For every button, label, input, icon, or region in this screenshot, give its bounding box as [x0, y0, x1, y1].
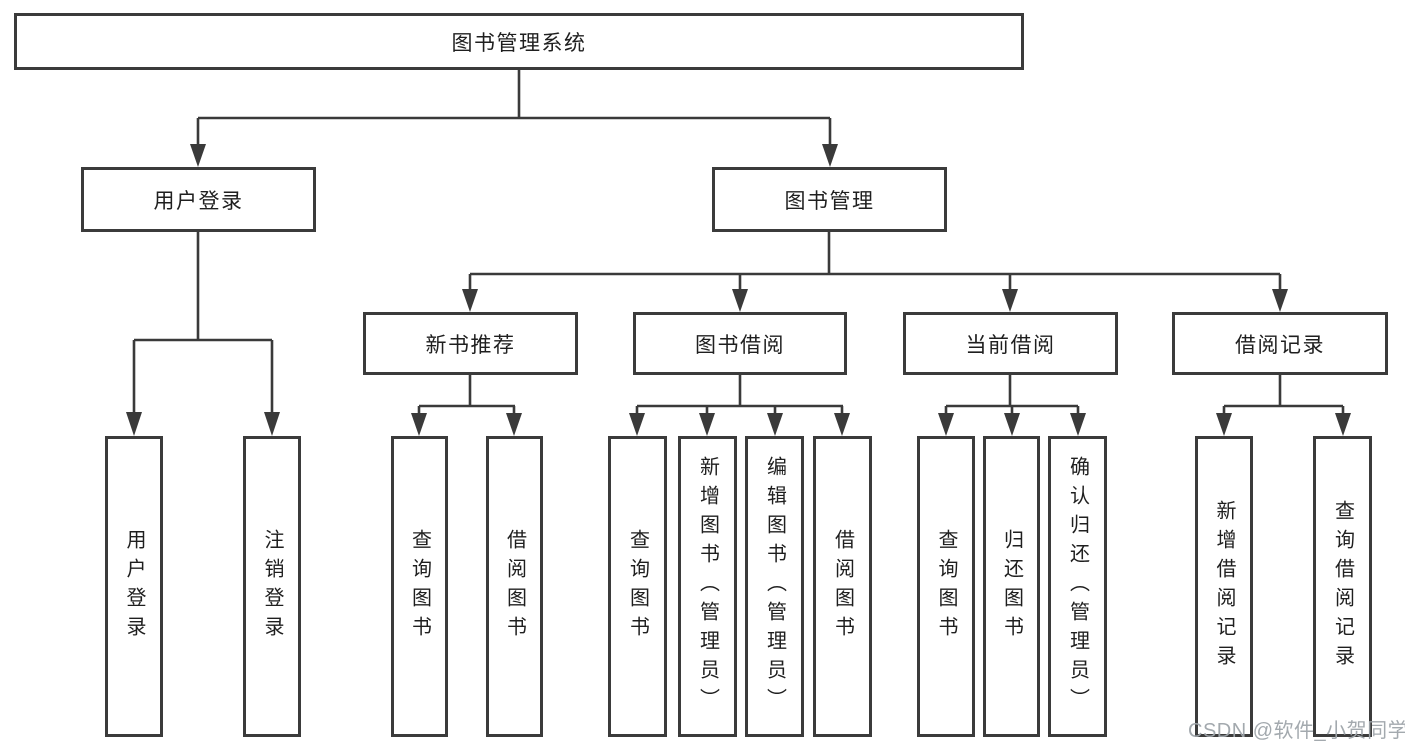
node-library-system-label: 图书管理系统: [451, 31, 587, 55]
leaf-confirm-return-admin: 确认归还（管理员）: [1048, 436, 1107, 737]
node-user-login-label: 用户登录: [153, 189, 244, 213]
leaf-recommend-query-books-label: 查询图书: [408, 528, 431, 645]
connector-current-to-leaves: [938, 375, 1086, 436]
leaf-borrow-query-books-label: 查询图书: [626, 528, 649, 645]
leaf-borrow-books-label: 借阅图书: [831, 528, 854, 645]
leaf-current-query-books: 查询图书: [917, 436, 975, 737]
node-library-system: 图书管理系统: [14, 13, 1024, 70]
connector-borrow-to-leaves: [629, 375, 850, 436]
leaf-add-borrow-record-label: 新增借阅记录: [1213, 499, 1235, 674]
leaf-confirm-return-admin-label: 确认归还（管理员）: [1066, 456, 1089, 717]
leaf-add-borrow-record: 新增借阅记录: [1195, 436, 1253, 737]
connector-mgmt-to-level3: [462, 232, 1288, 312]
connector-records-to-leaves: [1216, 375, 1351, 436]
leaf-return-books-label: 归还图书: [1000, 528, 1023, 645]
node-current-borrow-label: 当前借阅: [965, 333, 1056, 357]
leaf-logout: 注销登录: [243, 436, 301, 737]
leaf-add-book-admin: 新增图书（管理员）: [678, 436, 737, 737]
leaf-query-borrow-record-label: 查询借阅记录: [1331, 499, 1354, 674]
node-borrow-records: 借阅记录: [1172, 312, 1388, 375]
leaf-recommend-borrow-books: 借阅图书: [486, 436, 543, 737]
leaf-user-login-label: 用户登录: [123, 528, 145, 645]
leaf-edit-book-admin: 编辑图书（管理员）: [745, 436, 804, 737]
leaf-borrow-books: 借阅图书: [813, 436, 872, 737]
node-book-management: 图书管理: [712, 167, 947, 232]
leaf-logout-label: 注销登录: [261, 528, 283, 645]
leaf-current-query-books-label: 查询图书: [935, 528, 957, 645]
node-book-borrow-label: 图书借阅: [695, 333, 785, 357]
leaf-add-book-admin-label: 新增图书（管理员）: [696, 456, 719, 717]
node-user-login: 用户登录: [81, 167, 316, 232]
node-new-book-recommend: 新书推荐: [363, 312, 578, 375]
node-current-borrow: 当前借阅: [903, 312, 1118, 375]
connector-root-to-level2: [190, 70, 838, 167]
connector-login-to-leaves: [126, 232, 280, 436]
connector-recommend-to-leaves: [411, 375, 522, 436]
leaf-recommend-query-books: 查询图书: [391, 436, 448, 737]
watermark: CSDN @软件_小贺同学: [1188, 720, 1405, 742]
leaf-query-borrow-record: 查询借阅记录: [1313, 436, 1372, 737]
leaf-edit-book-admin-label: 编辑图书（管理员）: [763, 456, 786, 717]
leaf-recommend-borrow-books-label: 借阅图书: [503, 528, 526, 645]
node-borrow-records-label: 借阅记录: [1235, 333, 1325, 357]
leaf-return-books: 归还图书: [983, 436, 1040, 737]
leaf-user-login: 用户登录: [105, 436, 163, 737]
node-book-management-label: 图书管理: [784, 189, 875, 213]
node-book-borrow: 图书借阅: [633, 312, 847, 375]
node-new-book-recommend-label: 新书推荐: [425, 333, 516, 357]
leaf-borrow-query-books: 查询图书: [608, 436, 667, 737]
